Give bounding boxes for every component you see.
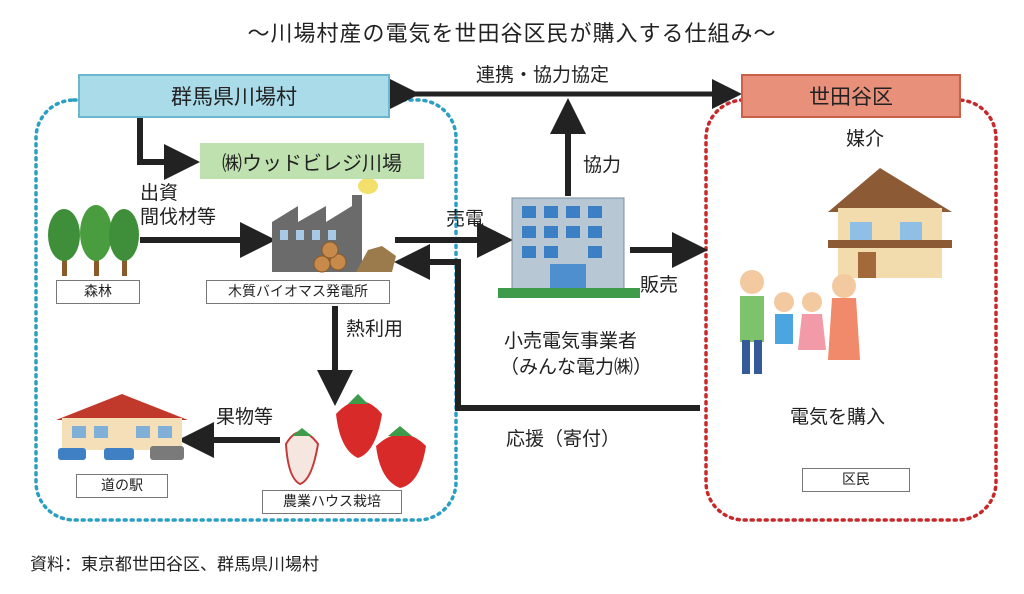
investment-label: 出資: [140, 182, 179, 204]
mediation-label: 媒介: [846, 128, 885, 150]
retailer-building-icon: [498, 197, 640, 298]
sell-power-label: 売電: [446, 208, 485, 230]
residents-label: 区民: [802, 468, 910, 492]
sales-label: 販売: [640, 274, 679, 296]
source-note: 資料：東京都世田谷区、群馬県川場村: [30, 555, 319, 575]
roadside-station-label: 道の駅: [76, 474, 168, 498]
diagram-title: 〜川場村産の電気を世田谷区民が購入する仕組み〜: [247, 22, 777, 47]
buy-power-label: 電気を購入: [790, 406, 886, 428]
greenhouse-label: 農業ハウス栽培: [262, 490, 402, 514]
house-icon: [828, 168, 952, 278]
roadside-station-icon: [56, 394, 188, 460]
agreement-label: 連携・協力協定: [476, 64, 610, 86]
investment-arrow: [137, 118, 200, 180]
retailer-name: 小売電気事業者: [504, 330, 638, 352]
setagaya-ward-box: 世田谷区: [741, 74, 961, 118]
biomass-plant-icon: [272, 178, 396, 273]
retailer-company: （みんな電力㈱）: [500, 356, 653, 378]
kawaba-village-box: 群馬県川場村: [78, 74, 390, 118]
strawberry-icon: [284, 394, 426, 488]
biomass-plant-label: 木質バイオマス発電所: [206, 280, 390, 304]
forest-label: 森林: [56, 280, 140, 304]
produce-label: 果物等: [216, 406, 274, 428]
heat-use-label: 熱利用: [346, 318, 404, 340]
support-arrow: [394, 244, 700, 411]
family-icon: [740, 270, 860, 374]
forest-icon: [48, 205, 139, 276]
thinned-wood-label: 間伐材等: [140, 206, 217, 228]
support-label: 応援（寄付）: [506, 428, 621, 450]
company-tag: ㈱ウッドビレジ川場: [200, 143, 424, 179]
cooperation-label: 協力: [583, 154, 622, 176]
